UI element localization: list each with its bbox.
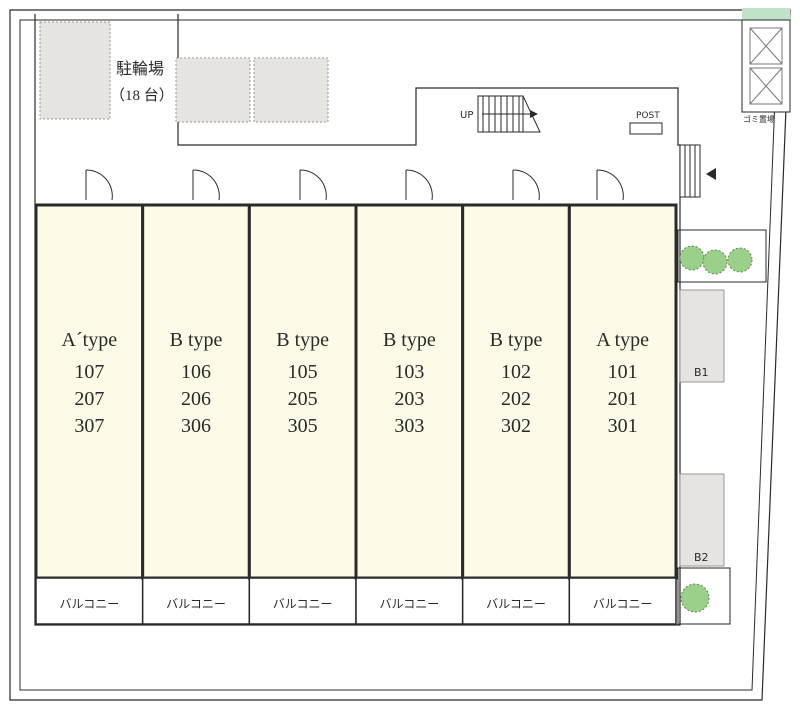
garbage-label: ゴミ置場 — [743, 114, 775, 124]
units: A´type 107 207 307 バルコニー B type 106 206 306 バルコニー… — [34, 203, 678, 625]
room-number: 101 — [608, 361, 638, 383]
room-number: 305 — [288, 415, 318, 437]
garbage-station — [741, 8, 791, 113]
site-inner-boundary — [19, 19, 779, 691]
unit-block — [34, 203, 145, 580]
unit-doors — [85, 169, 624, 201]
tree-icon — [680, 583, 710, 613]
unit-106: B type 106 206 306 バルコニー — [141, 203, 251, 625]
parking-space-b2 — [679, 473, 725, 567]
unit-103: B type 103 203 303 バルコニー — [354, 203, 465, 625]
planter — [677, 229, 767, 283]
room-number: 201 — [608, 388, 638, 410]
room-number: 306 — [181, 415, 211, 437]
room-number: 102 — [501, 361, 531, 383]
room-number: 205 — [288, 388, 318, 410]
unit-107: A´type 107 207 307 バルコニー — [34, 203, 145, 625]
parking-space-b1 — [679, 289, 725, 383]
tree-icon — [702, 249, 728, 275]
balcony — [568, 577, 677, 625]
bike-parking-capacity: （18 台） — [110, 87, 174, 104]
balcony-label: バルコニー — [166, 597, 226, 611]
room-number: 206 — [181, 388, 211, 410]
room-number: 105 — [288, 361, 318, 383]
unit-101: A type 101 201 301 バルコニー — [567, 203, 678, 625]
balcony-label: バルコニー — [593, 597, 653, 611]
entrance-arrow-icon — [706, 168, 716, 180]
room-number: 301 — [608, 415, 638, 437]
entrance-steps — [679, 144, 701, 198]
balcony-label: バルコニー — [379, 597, 439, 611]
unit-type-label: B type — [383, 329, 436, 351]
balcony — [355, 577, 464, 625]
unit-type-label: A type — [596, 329, 649, 351]
unit-block — [141, 203, 251, 580]
balcony-label: バルコニー — [273, 597, 333, 611]
stairs — [477, 95, 541, 133]
room-number: 107 — [74, 361, 104, 383]
tree-icon — [679, 245, 705, 271]
parking-label-b2: B2 — [694, 551, 709, 564]
unit-type-label: A´type — [62, 329, 118, 351]
parking-label-b1: B1 — [694, 366, 709, 379]
unit-type-label: B type — [170, 329, 223, 351]
tree-icon — [727, 247, 753, 273]
unit-type-label: B type — [490, 329, 543, 351]
unit-105: B type 105 205 305 バルコニー — [247, 203, 358, 625]
post-label: POST — [636, 111, 660, 121]
unit-block — [461, 203, 571, 580]
post-box — [629, 122, 663, 135]
balcony — [248, 577, 357, 625]
balcony-label: バルコニー — [486, 597, 546, 611]
unit-102: B type 102 202 302 バルコニー — [461, 203, 571, 625]
bike-parking-pad — [253, 57, 329, 123]
balcony — [461, 577, 571, 625]
bike-parking-pad — [39, 21, 111, 120]
room-number: 307 — [74, 415, 104, 437]
room-number: 202 — [501, 388, 531, 410]
room-number: 203 — [394, 388, 424, 410]
site-boundary — [9, 9, 791, 701]
room-number: 106 — [181, 361, 211, 383]
unit-block — [247, 203, 358, 580]
balcony — [141, 577, 251, 625]
room-number: 302 — [501, 415, 531, 437]
planter — [677, 567, 731, 625]
balcony-label: バルコニー — [59, 597, 119, 611]
stairs-up-label: UP — [460, 110, 473, 121]
bike-parking-label: 駐輪場 — [116, 60, 164, 78]
bike-parking-pad — [175, 57, 251, 123]
room-number: 303 — [394, 415, 424, 437]
room-number: 103 — [394, 361, 424, 383]
room-number: 207 — [74, 388, 104, 410]
unit-type-label: B type — [276, 329, 329, 351]
